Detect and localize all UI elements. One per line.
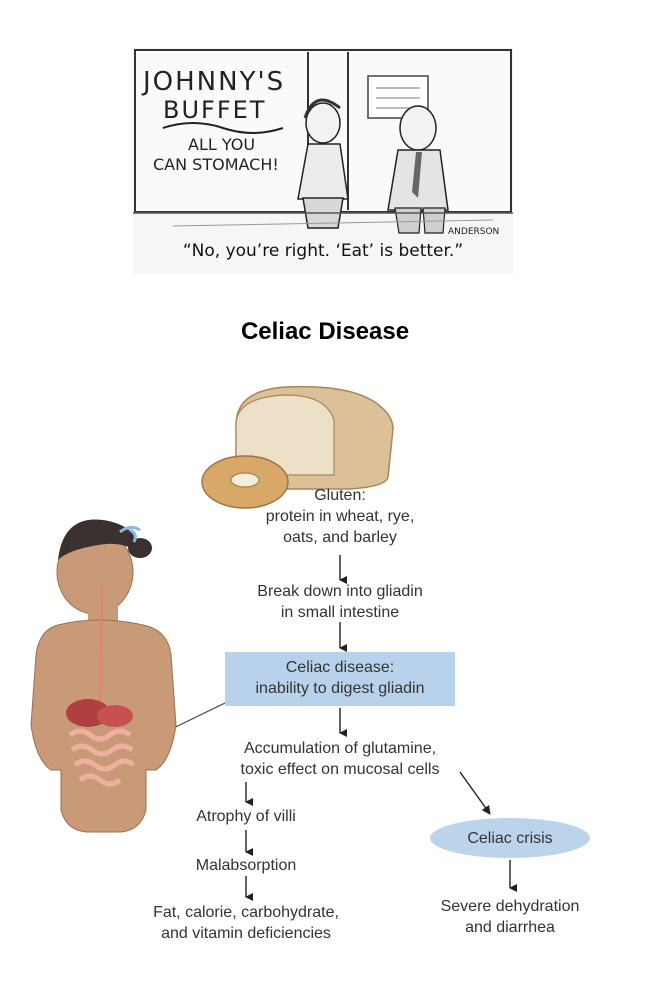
child-anatomy-illustration — [31, 520, 176, 833]
node-deficiencies: Fat, calorie, carbohydrate, and vitamin … — [146, 902, 346, 944]
celiac-heading: Celiac disease: — [225, 657, 455, 678]
deficiency-line-1: Fat, calorie, carbohydrate, — [146, 902, 346, 923]
node-atrophy: Atrophy of villi — [176, 806, 316, 827]
node-accumulation: Accumulation of glutamine, toxic effect … — [205, 738, 475, 780]
accumulation-line-2: toxic effect on mucosal cells — [205, 759, 475, 780]
node-celiac-disease: Celiac disease: inability to digest glia… — [225, 652, 455, 706]
celiac-desc: inability to digest gliadin — [225, 678, 455, 699]
dehydration-line-2: and diarrhea — [425, 917, 595, 938]
dehydration-line-1: Severe dehydration — [425, 896, 595, 917]
breakdown-line-1: Break down into gliadin — [200, 581, 480, 602]
breakdown-line-2: in small intestine — [200, 602, 480, 623]
node-celiac-crisis: Celiac crisis — [430, 818, 590, 858]
gluten-desc-1: protein in wheat, rye, — [210, 506, 470, 527]
node-gluten: Gluten: protein in wheat, rye, oats, and… — [210, 485, 470, 548]
node-dehydration: Severe dehydration and diarrhea — [425, 896, 595, 938]
node-breakdown: Break down into gliadin in small intesti… — [200, 581, 480, 623]
deficiency-line-2: and vitamin deficiencies — [146, 923, 346, 944]
accumulation-line-1: Accumulation of glutamine, — [205, 738, 475, 759]
gluten-desc-2: oats, and barley — [210, 527, 470, 548]
node-malabsorption: Malabsorption — [176, 855, 316, 876]
gluten-heading: Gluten: — [210, 485, 470, 506]
